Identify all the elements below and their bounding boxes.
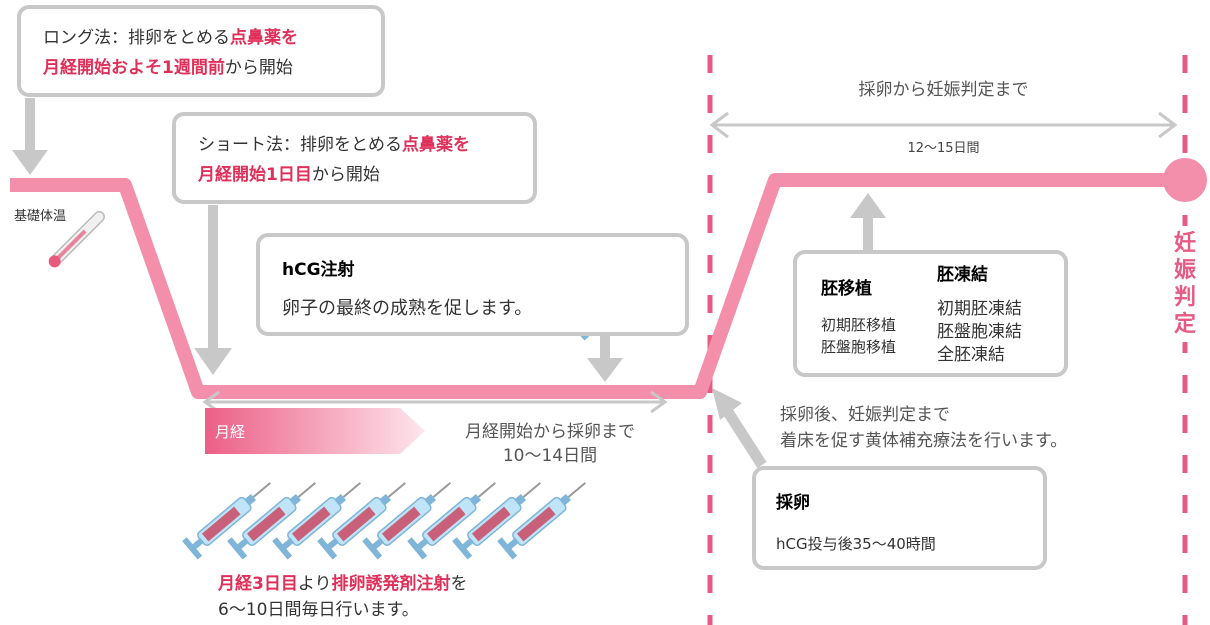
luteal-note-line2: 着床を促す黄体補充療法を行います。 (780, 431, 1068, 451)
short-arrow-head (194, 348, 232, 375)
syringe-icon (452, 482, 541, 560)
freeze-item: 初期胚凍結 (937, 299, 1022, 319)
freeze-title: 胚凍結 (937, 265, 988, 285)
menses-arrow (205, 408, 425, 454)
syringe-icon (407, 482, 496, 560)
long-protocol-prefix: ロング法：排卵をとめる (43, 28, 230, 48)
short-protocol-timing: 月経開始1日目 (198, 165, 312, 185)
short-protocol-line2: 月経開始1日目から開始 (198, 160, 533, 190)
freeze-item: 胚盤胞凍結 (937, 322, 1022, 342)
menses-to-retrieval-label: 月経開始から採卵まで (465, 422, 635, 442)
retrieval-to-judgement-label: 採卵から妊娠判定まで (858, 80, 1029, 100)
judgement-char: 定 (1173, 312, 1196, 337)
long-protocol-line2: 月経開始およそ1週間前から開始 (43, 53, 381, 83)
hcg-title: hCG注射 (282, 260, 355, 280)
long-protocol-suffix: から開始 (224, 58, 293, 78)
freeze-item: 全胚凍結 (937, 345, 1005, 365)
stim-start-day: 月経3日目 (218, 574, 298, 594)
stim-note-suffix: を (450, 574, 468, 594)
menses-label: 月経 (215, 423, 246, 441)
transfer-freeze-box: 胚移植 初期胚移植 胚盤胞移植 胚凍結 初期胚凍結 胚盤胞凍結 全胚凍結 (793, 250, 1068, 377)
transfer-item: 初期胚移植 (821, 316, 897, 334)
hcg-arrow-head (587, 358, 623, 382)
transfer-arrow-head (850, 193, 886, 218)
hcg-desc: 卵子の最終の成熟を促します。 (282, 298, 533, 319)
syringe-icon (272, 482, 361, 560)
thermometer-icon (48, 211, 105, 268)
long-protocol-timing: 月経開始およそ1週間前 (43, 58, 225, 78)
syringe-icon (497, 482, 586, 560)
retrieval-desc: hCG投与後35〜40時間 (776, 535, 936, 553)
stim-note: 月経3日目より排卵誘発剤注射を 6〜10日間毎日行います。 (218, 571, 468, 623)
menses-to-retrieval-days: 10〜14日間 (502, 446, 598, 466)
retrieval-to-judgement-days: 12〜15日間 (907, 141, 980, 156)
bbt-label: 基礎体温 (14, 209, 67, 224)
bbt-curve (10, 173, 1185, 399)
bbt-end-dot (1163, 158, 1207, 202)
judgement-char: 判 (1173, 285, 1196, 310)
stim-syringes (182, 482, 586, 560)
short-protocol-drug: 点鼻薬を (402, 135, 470, 155)
stim-drug: 排卵誘発剤注射 (331, 574, 451, 594)
long-protocol-drug: 点鼻薬を (230, 28, 298, 48)
pregnancy-judgement-label: 妊 娠 判 定 (1171, 226, 1199, 342)
retrieval-box: 採卵 hCG投与後35〜40時間 (752, 466, 1047, 570)
transfer-item: 胚盤胞移植 (821, 338, 897, 356)
hcg-box: hCG注射 卵子の最終の成熟を促します。 (256, 233, 689, 336)
syringe-icon (227, 482, 316, 560)
short-protocol-prefix: ショート法：排卵をとめる (198, 135, 402, 155)
long-arrow-head (12, 150, 48, 175)
menses-to-retrieval: 月経開始から採卵まで 10〜14日間 (430, 420, 670, 468)
luteal-note-line1: 採卵後、妊娠判定まで (780, 405, 950, 425)
long-protocol-box: ロング法：排卵をとめる点鼻薬を 月経開始およそ1週間前から開始 (17, 5, 385, 97)
retrieval-arrow-head (712, 388, 742, 420)
transfer-title: 胚移植 (821, 279, 872, 299)
retrieval-title: 採卵 (776, 493, 810, 513)
stim-note-line1: 月経3日目より排卵誘発剤注射を (218, 571, 468, 597)
short-protocol-suffix: から開始 (311, 165, 380, 185)
syringe-icon (317, 482, 406, 560)
judgement-char: 妊 (1173, 231, 1196, 256)
luteal-note: 採卵後、妊娠判定まで 着床を促す黄体補充療法を行います。 (780, 402, 1067, 454)
stim-note-line2: 6〜10日間毎日行います。 (218, 600, 419, 620)
stim-note-mid: より (297, 574, 332, 594)
long-protocol-line1: ロング法：排卵をとめる点鼻薬を (43, 23, 381, 53)
syringe-icon (182, 482, 271, 560)
syringe-icon (362, 482, 451, 560)
short-protocol-line1: ショート法：排卵をとめる点鼻薬を (198, 130, 533, 160)
short-protocol-box: ショート法：排卵をとめる点鼻薬を 月経開始1日目から開始 (172, 112, 537, 204)
freeze-items: 初期胚凍結 胚盤胞凍結 全胚凍結 (937, 298, 1022, 367)
judgement-char: 娠 (1173, 258, 1196, 283)
transfer-items: 初期胚移植 胚盤胞移植 (821, 314, 896, 358)
